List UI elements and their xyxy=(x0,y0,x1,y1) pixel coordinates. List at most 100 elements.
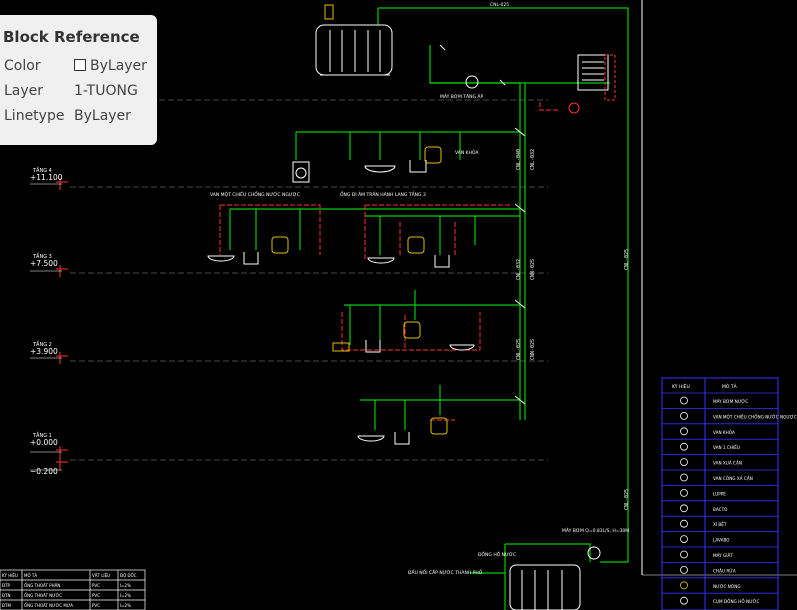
popup-value-linetype: ByLayer xyxy=(74,108,131,124)
floor-level-4: −0.200 xyxy=(30,467,58,476)
legend-symbol-icon xyxy=(680,581,688,590)
annotation-may-bom-top: MÁY BƠM TĂNG ÁP xyxy=(440,93,483,100)
popup-value-color-text: ByLayer xyxy=(90,58,147,74)
floor-name-3: TẦNG 1 xyxy=(32,431,52,439)
legend-symbol-icon xyxy=(680,458,688,467)
svg-text:CNL-032: CNL-032 xyxy=(530,149,536,170)
svg-text:CNL-025: CNL-025 xyxy=(624,249,630,270)
floor-level-2: +3.900 xyxy=(30,347,58,356)
legend-row-label: MÁY GIẶT xyxy=(713,553,733,558)
water-tank-bottom xyxy=(509,564,581,610)
legend-header-symbol: KÝ HIỆU xyxy=(672,382,690,390)
floor-level-3: +0.000 xyxy=(30,438,58,447)
legend-symbol-icon xyxy=(680,488,688,497)
svg-text:CNL-032: CNL-032 xyxy=(516,259,522,280)
color-swatch-icon xyxy=(74,59,86,71)
pipe-table-header: MÔ TẢ xyxy=(24,573,37,578)
legend-symbol-icon xyxy=(680,550,688,559)
floor-underlines xyxy=(30,183,62,471)
legend-row-label: LAVABO xyxy=(713,538,730,543)
pipe-table-header: KÝ HIỆU xyxy=(2,573,18,578)
floor-level-0: +11.100 xyxy=(30,173,63,182)
legend-symbol-icon xyxy=(680,411,688,420)
floor-markers xyxy=(56,178,68,470)
annotation-may-bom-bottom: MÁY BƠM Q=0.83L/S, H=30M xyxy=(562,527,629,534)
popup-label-color: Color xyxy=(4,58,41,74)
legend-symbol-icon xyxy=(680,473,688,482)
legend-row-label: CỤM ĐỒNG HỒ NƯỚC xyxy=(713,599,760,604)
legend-symbol-icon xyxy=(680,442,688,451)
pipe-table-cell: I=2% xyxy=(120,603,131,608)
floor-name-1: TẦNG 3 xyxy=(32,252,52,260)
legend-row-label: MÁY BƠM NƯỚC xyxy=(713,399,748,404)
legend-row-label: LUPPE xyxy=(713,491,726,496)
pipe-table-cell: I=2% xyxy=(120,583,131,588)
red-hot-pipes xyxy=(219,102,560,421)
pipe-table-header: ĐỘ DỐC xyxy=(120,573,137,578)
annotation-van-chong-nguoc: VAN MỘT CHIỀU CHỐNG NƯỚC NGƯỢC xyxy=(210,190,300,198)
drawing-annotations: VAN KHÓA ỐNG ĐI ÂM TRẦN HÀNH LANG TẦNG 3… xyxy=(210,2,629,576)
water-tank-top xyxy=(315,4,393,76)
legend-symbol-icon xyxy=(680,535,688,543)
legend-table-frame xyxy=(661,377,779,610)
pipe-table-cell: I=2% xyxy=(120,593,131,598)
legend-header-desc: MÔ TẢ xyxy=(722,382,738,390)
legend-table-rows: KÝ HIỆU MÔ TẢ MÁY BƠM NƯỚC VAN MỘT CHIỀU CH… xyxy=(662,382,797,605)
popup-label-layer: Layer xyxy=(4,83,44,99)
popup-value-layer: 1-TUONG xyxy=(74,83,138,99)
pipe-table-cell: PVC xyxy=(92,593,100,598)
legend-symbol-icon xyxy=(680,396,688,405)
legend-row-label: VAN KHÓA xyxy=(713,430,735,435)
svg-text:CNL-025: CNL-025 xyxy=(516,339,522,360)
valve-marks xyxy=(439,44,526,405)
pump-symbols xyxy=(465,75,601,560)
legend-symbol-icon xyxy=(680,504,688,513)
pipe-table-frame xyxy=(0,569,146,610)
legend-symbol-icon xyxy=(680,566,688,574)
heater-units xyxy=(271,146,448,435)
pipe-table-header: VẬT LIỆU xyxy=(92,573,110,578)
water-heater xyxy=(577,54,616,101)
svg-text:CNL-025: CNL-025 xyxy=(624,489,630,510)
popup-label-linetype: Linetype xyxy=(4,108,65,124)
pipe-table-text: KÝ HIỆU MÔ TẢ VẬT LIỆU ĐỘ DỐC ĐTP ỐNG THOÁT P… xyxy=(2,573,137,608)
floor-level-1: +7.500 xyxy=(30,259,58,268)
legend-row-label: VAN 1 CHIỀU xyxy=(713,445,740,450)
legend-row-label: VAN MỘT CHIỀU CHỐNG NƯỚC NGƯỢC xyxy=(713,414,797,419)
floor-lines xyxy=(70,99,548,461)
pipe-table-cell: ỐNG THOÁT NƯỚC MƯA xyxy=(24,603,73,608)
svg-text:CNN-025: CNN-025 xyxy=(530,339,536,360)
popup-value-color: ByLayer xyxy=(74,58,147,74)
pipe-table-cell: ĐTP xyxy=(2,583,11,588)
legend-row-label: CHẬU RỬA xyxy=(713,568,736,573)
plumbing-fixtures xyxy=(207,160,475,445)
pipe-riser-labels: CNL-040 CNL-032 CNL-032 CNN-025 CNL-025 … xyxy=(516,149,630,510)
svg-text:CNL-040: CNL-040 xyxy=(516,149,522,170)
pipe-table-cell: ĐTM xyxy=(2,603,12,608)
floor-name-2: TẦNG 2 xyxy=(32,340,52,348)
legend-row-label: VAN CÔNG XẢ CẶN xyxy=(713,476,753,481)
pipe-table-cell: ỐNG THOÁT PHÂN xyxy=(24,583,60,588)
pipe-table-cell: PVC xyxy=(92,583,100,588)
legend-symbol-icon xyxy=(680,519,688,528)
green-supply-pipes xyxy=(229,7,629,610)
block-reference-popup: Block Reference Color ByLayer Layer 1-TU… xyxy=(0,15,157,145)
legend-row-label: NƯỚC NÓNG xyxy=(713,584,741,589)
legend-row-label: BACTO xyxy=(713,507,728,512)
legend-symbol-icon xyxy=(680,427,688,436)
pipe-table-cell: PVC xyxy=(92,603,100,608)
legend-row-label: XÍ BỆT xyxy=(713,522,727,527)
annotation-dong-ho: ĐỒNG HỒ NƯỚC xyxy=(478,549,516,558)
pipe-table-cell: ỐNG THOÁT NƯỚC xyxy=(24,593,62,598)
svg-text:CNN-025: CNN-025 xyxy=(530,259,536,280)
annotation-pipe-label: CNL-025 xyxy=(490,2,509,8)
popup-title: Block Reference xyxy=(3,28,140,46)
legend-symbol-icon xyxy=(680,596,688,605)
annotation-dau-noi: ĐẦU NỐI CẤP NƯỚC THÀNH PHỐ xyxy=(408,568,483,576)
legend-row-label: VAN XUẢ CẶN xyxy=(713,461,742,466)
pipe-table-cell: ĐTN xyxy=(2,593,11,598)
annotation-ong-di-am: ỐNG ĐI ÂM TRẦN HÀNH LANG TẦNG 3 xyxy=(340,190,426,198)
floor-name-0: TẦNG 4 xyxy=(32,166,52,174)
